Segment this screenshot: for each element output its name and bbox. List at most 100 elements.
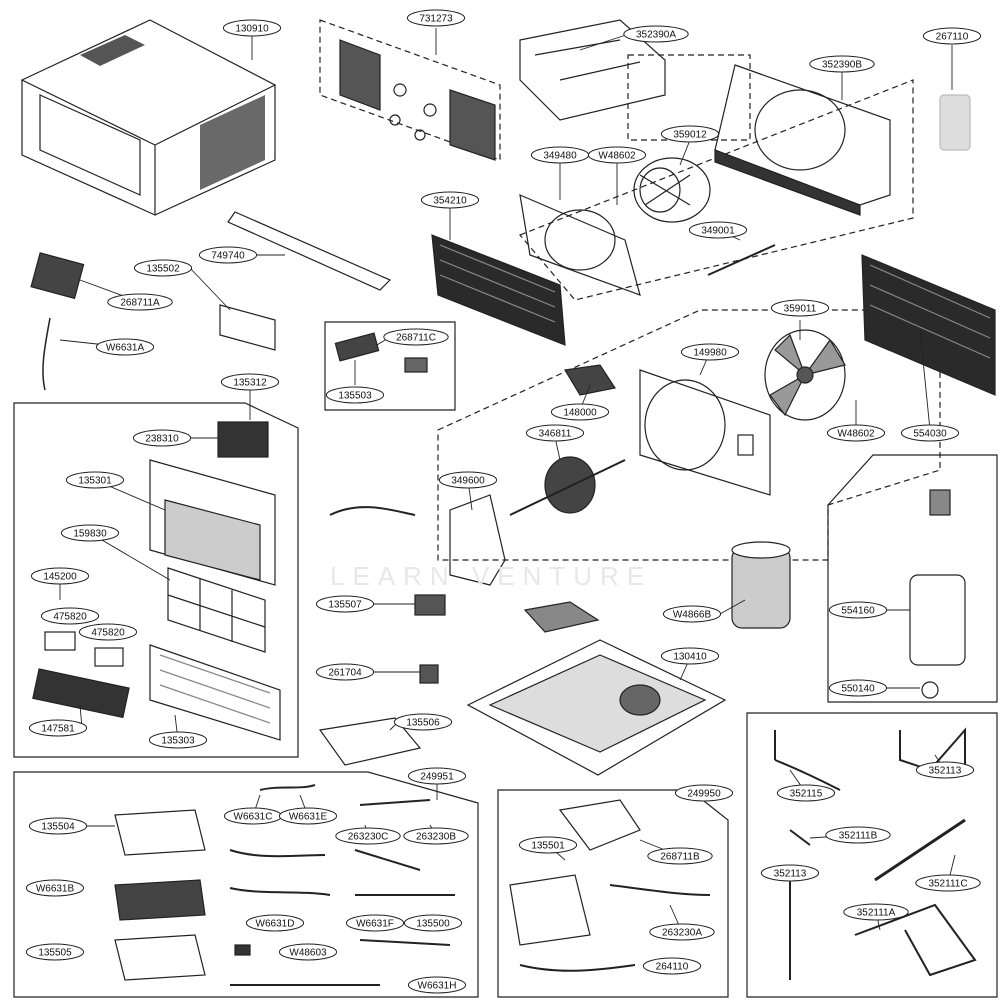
small-board [334, 332, 380, 362]
label-oval [649, 923, 715, 941]
label-oval [407, 976, 467, 994]
label-oval [688, 221, 748, 239]
label-oval [420, 191, 480, 209]
label-text: 135506 [406, 718, 440, 729]
electrical-parts-right [509, 799, 711, 972]
part-label: 359011 [770, 299, 830, 317]
part-label: 130410 [660, 647, 720, 665]
label-oval [28, 817, 88, 835]
part-label: 145200 [30, 567, 90, 585]
part-label: 349001 [688, 221, 748, 239]
label-text: 554030 [913, 429, 947, 440]
label-oval [518, 836, 578, 854]
label-oval [922, 27, 982, 45]
label-text: W6631H [418, 981, 457, 992]
label-text: 135301 [78, 476, 112, 487]
part-label: 268711B [647, 847, 713, 865]
label-oval [25, 879, 85, 897]
label-text: W6631C [234, 812, 273, 823]
label-oval [915, 874, 981, 892]
part-label: 554160 [828, 601, 888, 619]
capacitor [414, 594, 446, 616]
label-text: 475820 [91, 628, 125, 639]
label-text: 352390B [822, 60, 862, 71]
control-bracket [219, 304, 276, 351]
label-oval [776, 784, 836, 802]
part-label: 135504 [28, 817, 88, 835]
part-label: 130910 [222, 19, 282, 37]
label-oval [278, 943, 338, 961]
part-label: 550140 [828, 679, 888, 697]
label-text: 475820 [53, 612, 87, 623]
part-label: 554030 [900, 424, 960, 442]
relay [419, 664, 439, 684]
part-label: W48602 [587, 146, 647, 164]
label-oval [383, 328, 449, 346]
part-label: 475820 [40, 607, 100, 625]
label-oval [198, 246, 258, 264]
label-oval [915, 761, 975, 779]
label-oval [623, 25, 689, 43]
label-text: 159830 [73, 529, 107, 540]
condenser-coil [861, 254, 996, 396]
label-oval [28, 719, 88, 737]
part-label: W6631H [407, 976, 467, 994]
label-oval [587, 146, 647, 164]
label-oval [78, 623, 138, 641]
part-label: 349600 [438, 471, 498, 489]
cabinet-case [20, 19, 277, 216]
part-label: W6631B [25, 879, 85, 897]
label-text: 135505 [38, 948, 72, 959]
label-oval [843, 903, 909, 921]
part-label: 135303 [148, 731, 208, 749]
part-label: 475820 [78, 623, 138, 641]
label-oval [25, 943, 85, 961]
part-label: 346811 [525, 424, 585, 442]
label-text: 268711B [660, 852, 700, 863]
label-oval [65, 471, 125, 489]
label-text: 149980 [693, 348, 727, 359]
label-text: 352111B [839, 831, 878, 842]
control-board [30, 252, 85, 300]
label-text: 135503 [338, 391, 372, 402]
label-oval [133, 259, 193, 277]
label-oval [345, 914, 405, 932]
control-cover [318, 717, 422, 766]
label-text: 268711A [120, 298, 160, 309]
louver-clips [44, 631, 124, 667]
label-oval [245, 914, 305, 932]
group-box-fan-assembly [437, 309, 941, 561]
part-label: W4866B [662, 605, 722, 623]
label-oval [406, 9, 466, 27]
label-text: 346811 [539, 429, 572, 440]
label-oval [674, 784, 734, 802]
part-label: 352113 [915, 761, 975, 779]
label-oval [809, 55, 875, 73]
label-text: 135502 [146, 264, 180, 275]
part-label: 135312 [220, 373, 280, 391]
label-oval [826, 424, 886, 442]
label-text: 349480 [543, 151, 577, 162]
label-text: 135507 [328, 600, 362, 611]
label-oval [770, 299, 830, 317]
label-text: 148000 [563, 408, 597, 419]
label-text: W4866B [673, 610, 712, 621]
part-label: 149980 [680, 343, 740, 361]
label-oval [315, 663, 375, 681]
part-label: 263230B [403, 827, 469, 845]
label-text: 249951 [420, 772, 454, 783]
label-text: 135504 [41, 822, 75, 833]
orifice-panel [519, 194, 641, 296]
label-text: 359012 [673, 130, 707, 141]
label-oval [403, 914, 463, 932]
label-text: 550140 [841, 684, 875, 695]
part-label: 135505 [25, 943, 85, 961]
label-oval [315, 595, 375, 613]
part-label: W6631E [278, 807, 338, 825]
label-oval [660, 125, 720, 143]
part-label: 268711C [383, 328, 449, 346]
piping-set [774, 727, 977, 980]
label-text: W6631F [356, 919, 394, 930]
label-oval [647, 847, 713, 865]
